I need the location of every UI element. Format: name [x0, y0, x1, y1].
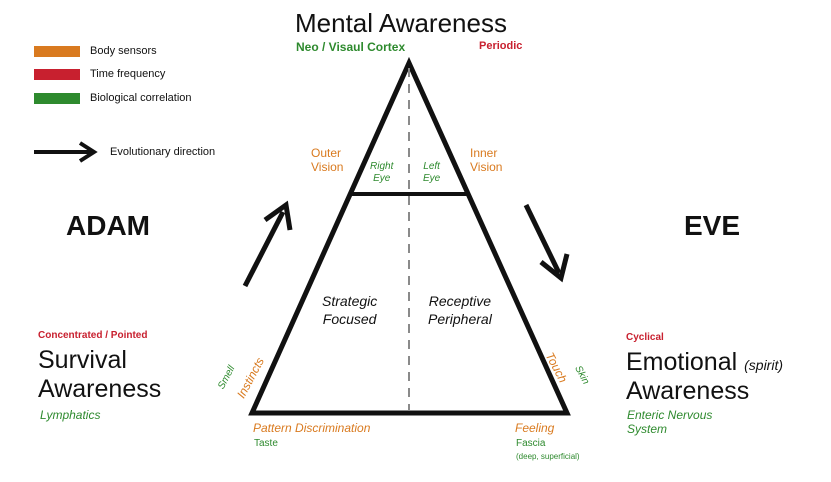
legend-swatch [34, 68, 80, 80]
emotional-line: Emotional (spirit) [626, 348, 784, 376]
legend-item-body-sensors: Body sensors [34, 45, 157, 57]
legend-label: Body sensors [90, 45, 157, 57]
adam-title: ADAM [66, 210, 150, 241]
eve-down-arrow-icon [523, 203, 570, 283]
eve-title: EVE [684, 210, 741, 241]
legend-label: Biological correlation [90, 92, 192, 104]
legend-label: Time frequency [90, 68, 166, 80]
concentrated-label: Concentrated / Pointed [38, 330, 148, 341]
fascia-label: Fascia [516, 438, 546, 449]
cyclical-label: Cyclical [626, 332, 664, 343]
neo-cortex-label: Neo / Visaul Cortex [296, 40, 406, 54]
evolution-arrow-icon [34, 141, 98, 163]
mental-awareness-title: Mental Awareness [295, 8, 507, 38]
fascia-note: (deep, superficial) [516, 452, 580, 461]
adam-up-arrow-icon [242, 200, 293, 288]
legend-item-biological-correlation: Biological correlation [34, 92, 192, 104]
emotional-awareness-line: Awareness [626, 377, 750, 405]
evolution-label: Evolutionary direction [110, 146, 216, 158]
taste-label: Taste [254, 438, 278, 449]
lymphatics-label: Lymphatics [40, 408, 101, 422]
periodic-label: Periodic [479, 40, 523, 52]
legend-swatch [34, 92, 80, 104]
pattern-discrimination-label: Pattern Discrimination [253, 421, 371, 435]
survival-line: Survival [38, 346, 127, 374]
survival-awareness-line: Awareness [38, 375, 162, 403]
legend-swatch [34, 45, 80, 57]
feeling-label: Feeling [515, 421, 555, 435]
legend-item-time-frequency: Time frequency [34, 68, 165, 80]
spirit-label: (spirit) [744, 357, 784, 373]
awareness-triangle [248, 56, 571, 416]
